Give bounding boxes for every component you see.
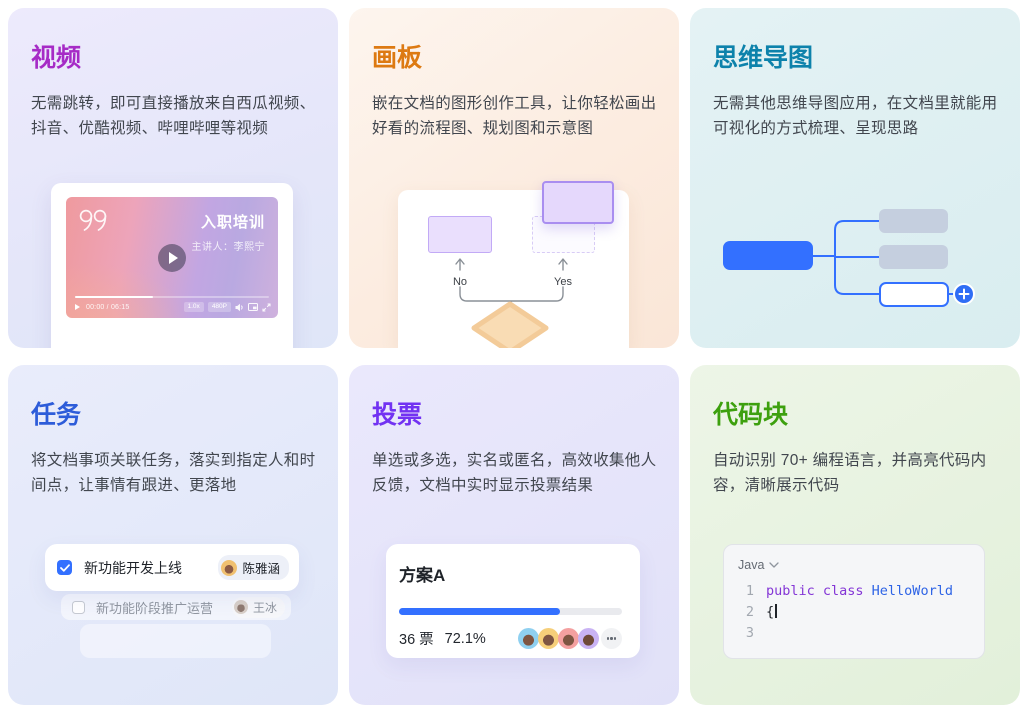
text-cursor [775,604,777,618]
video-progress-bar[interactable] [75,296,269,298]
card-whiteboard-desc: 嵌在文档的图形创作工具，让你轻松画出好看的流程图、规划图和示意图 [372,95,657,137]
assignee-name: 陈雅涵 [242,562,280,576]
more-voters-button[interactable] [601,628,622,649]
card-tasks-title: 任务 [31,401,82,429]
video-time: 00:00 / 06:15 [86,303,130,311]
checkbox-unchecked[interactable] [72,600,85,614]
check-icon [59,563,70,572]
poll-voter-avatars [518,628,622,649]
volume-icon[interactable] [235,303,244,312]
card-tasks-desc: 将文档事项关联任务，落实到指定人和时间点，让事情有跟进、更落地 [31,452,316,494]
code-line: { [766,602,777,623]
card-code-desc: 自动识别 70+ 编程语言，并高亮代码内容，清晰展示代码 [713,452,987,494]
video-thumbnail[interactable]: 入职培训 主讲人：李熙宁 00:00 / 06:15 1.0x 480P [66,197,278,318]
video-title: 入职培训 [200,214,265,231]
speed-button[interactable]: 1.0x [183,301,204,313]
add-node-button[interactable] [953,283,975,305]
card-poll-title: 投票 [372,401,423,429]
line-number: 1 [745,583,754,599]
fullscreen-icon[interactable] [262,302,271,312]
line-number: 3 [745,625,754,641]
video-player-card: 入职培训 主讲人：李熙宁 00:00 / 06:15 1.0x 480P [51,183,293,348]
task-row[interactable]: 新功能阶段推广运营 王冰 [61,594,291,620]
chevron-down-icon [769,562,780,568]
language-label: Java [738,558,765,572]
mindmap-root-node[interactable] [723,241,813,270]
card-mindmap-title: 思维导图 [713,44,814,72]
flow-rect-dragging[interactable] [542,181,614,224]
card-whiteboard[interactable]: 画板 嵌在文档的图形创作工具，让你轻松画出好看的流程图、规划图和示意图 No Y… [349,8,679,348]
play-button[interactable] [158,244,186,272]
avatar [221,559,238,576]
card-whiteboard-title: 画板 [372,44,423,72]
plus-icon [958,288,970,300]
quote-icon [79,209,107,231]
card-mindmap-desc: 无需其他思维导图应用，在文档里就能用可视化的方式梳理、呈现思路 [713,95,998,137]
mindmap-graphic [723,209,975,307]
quality-button[interactable]: 480P [207,301,231,313]
language-selector[interactable]: Java [738,558,984,572]
line-number: 2 [745,604,754,620]
video-controls: 00:00 / 06:15 1.0x 480P [75,301,271,313]
card-code[interactable]: 代码块 自动识别 70+ 编程语言，并高亮代码内容，清晰展示代码 Java 1 … [690,365,1020,705]
pip-icon[interactable] [248,303,258,311]
poll-option-card[interactable]: 方案A 36 票 72.1% [386,544,640,658]
assignee-name: 王冰 [252,600,277,615]
assignee-badge[interactable]: 陈雅涵 [218,555,289,580]
code-line: public class HelloWorld [766,583,953,599]
card-tasks[interactable]: 任务 将文档事项关联任务，落实到指定人和时间点，让事情有跟进、更落地 新功能开发… [8,365,338,705]
card-mindmap[interactable]: 思维导图 无需其他思维导图应用，在文档里就能用可视化的方式梳理、呈现思路 [690,8,1020,348]
avatar [558,628,579,649]
checkbox-checked[interactable] [57,560,72,575]
video-caption: 入职培训 主讲人：李熙宁 [192,211,266,253]
poll-option-name: 方案A [399,566,446,585]
play-icon [169,252,178,264]
card-poll-desc: 单选或多选，实名或匿名，高效收集他人反馈，文档中实时显示投票结果 [372,452,657,494]
card-video-desc: 无需跳转，即可直接播放来自西瓜视频、抖音、优酷视频、哔哩哔哩等视频 [31,95,316,137]
mindmap-active-node[interactable] [879,282,949,307]
card-video-title: 视频 [31,44,82,72]
poll-progress-track [399,608,622,615]
avatar [518,628,539,649]
card-code-title: 代码块 [713,401,789,429]
small-play-icon[interactable] [75,304,80,310]
task-label: 新功能开发上线 [84,559,182,576]
mindmap-child-node[interactable] [879,209,948,233]
poll-progress-fill [399,608,560,615]
task-row-placeholder [80,624,271,658]
card-video[interactable]: 视频 无需跳转，即可直接播放来自西瓜视频、抖音、优酷视频、哔哩哔哩等视频 入职培… [8,8,338,348]
video-subtitle: 主讲人：李熙宁 [191,242,265,253]
avatar [578,628,599,649]
video-progress-fill [75,296,153,298]
code-block: Java 1 public class HelloWorld 2 { 3 [723,544,985,659]
poll-percent: 72.1% [444,630,486,647]
avatar [538,628,559,649]
poll-vote-count: 36 票 [399,632,434,648]
flow-rect-left[interactable] [428,216,492,253]
task-label: 新功能阶段推广运营 [96,600,214,616]
card-poll[interactable]: 投票 单选或多选，实名或匿名，高效收集他人反馈，文档中实时显示投票结果 方案A … [349,365,679,705]
avatar [233,600,248,614]
code-editor[interactable]: 1 public class HelloWorld 2 { 3 [738,581,984,644]
task-row[interactable]: 新功能开发上线 陈雅涵 [45,544,299,591]
mindmap-child-node[interactable] [879,245,948,269]
assignee-badge[interactable]: 王冰 [231,596,285,618]
